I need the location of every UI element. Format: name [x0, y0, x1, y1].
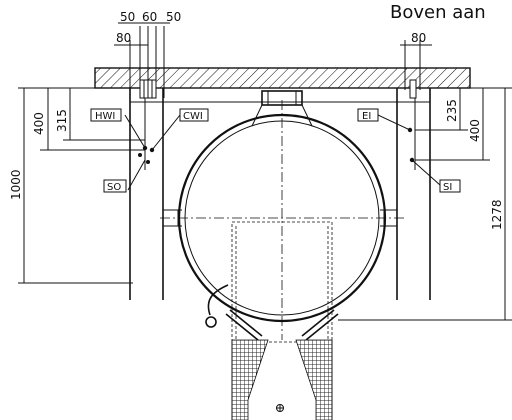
left-dimensions — [18, 87, 145, 284]
tag-cwi: CWI — [179, 108, 209, 122]
dim-400-left: 400 — [32, 112, 46, 135]
svg-text:SI: SI — [443, 182, 452, 193]
dim-315: 315 — [55, 109, 69, 132]
dim-50-a: 50 — [120, 10, 135, 24]
tag-si: SI — [439, 179, 461, 193]
top-dimensions — [114, 22, 432, 98]
left-connections — [124, 79, 181, 191]
tag-hwi: HWI — [90, 108, 122, 122]
drawing-title: Boven aan — [390, 2, 486, 23]
right-dimensions — [338, 87, 512, 321]
dim-60: 60 — [142, 10, 157, 24]
dim-80-right: 80 — [411, 31, 426, 45]
svg-text:EI: EI — [362, 111, 371, 122]
inner-insert — [231, 221, 333, 343]
tag-ei: EI — [357, 108, 379, 122]
dim-1278: 1278 — [490, 199, 504, 230]
left-support-frame — [129, 88, 182, 300]
svg-text:SO: SO — [107, 182, 121, 193]
right-connections — [377, 79, 441, 186]
dim-235: 235 — [445, 99, 459, 122]
tag-so: SO — [103, 179, 127, 193]
dim-1000: 1000 — [9, 169, 23, 200]
dim-80-left: 80 — [116, 31, 131, 45]
dim-400-right: 400 — [468, 119, 482, 142]
svg-text:HWI: HWI — [95, 111, 115, 122]
lower-grid-column — [231, 339, 333, 420]
svg-text:CWI: CWI — [183, 111, 203, 122]
vessel — [160, 90, 405, 341]
ceiling-slab — [94, 67, 471, 89]
dim-50-b: 50 — [166, 10, 181, 24]
